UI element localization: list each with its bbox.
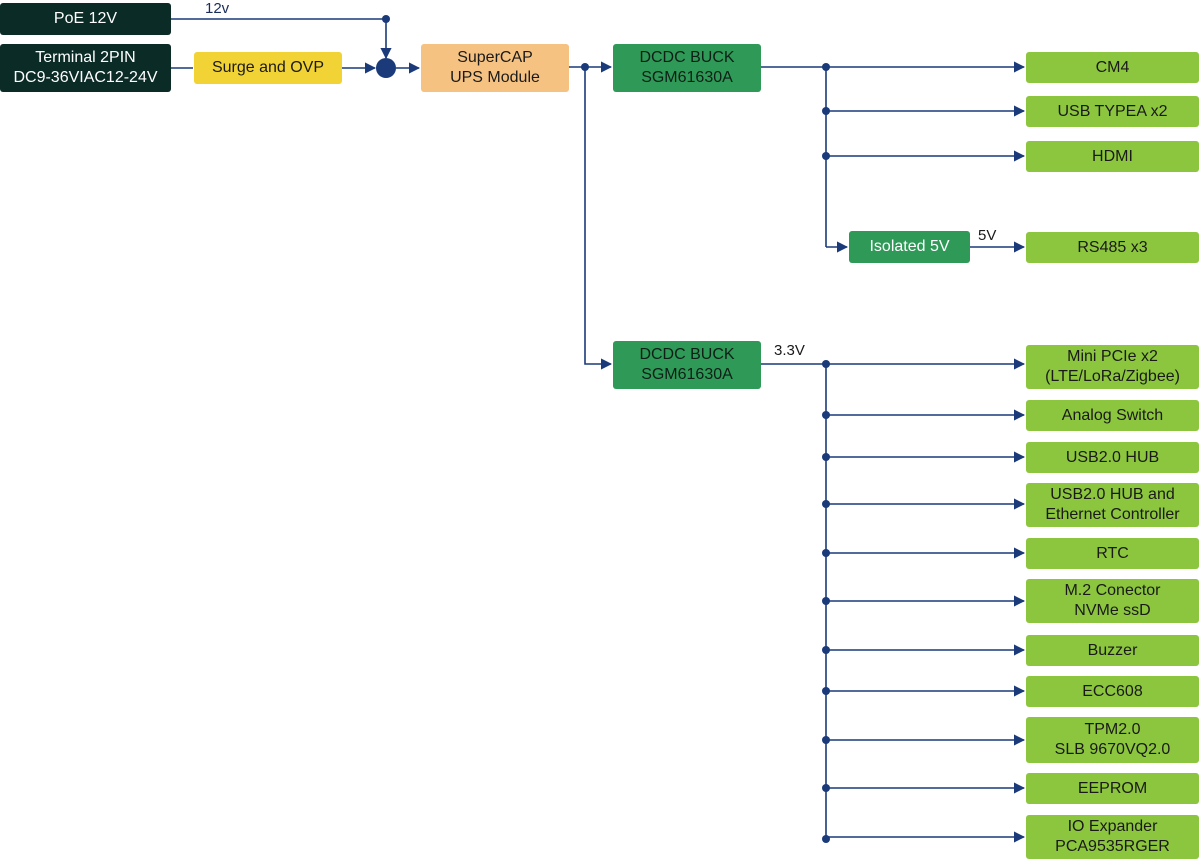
buck-converter-2: DCDC BUCK SGM61630A (613, 341, 761, 389)
load-mini-pcie-line1: Mini PCIe x2 (1067, 348, 1158, 365)
load-mini-pcie: Mini PCIe x2 (LTE/LoRa/Zigbee) (1026, 345, 1199, 389)
junction-3v3-4 (822, 500, 830, 508)
load-usb-hub-label: USB2.0 HUB (1065, 448, 1160, 466)
load-io-expander: IO Expander PCA9535RGER (1026, 815, 1199, 859)
label-5v: 5V (978, 227, 997, 244)
load-buzzer-label: Buzzer (1087, 641, 1138, 659)
load-analog-switch: Analog Switch (1026, 400, 1199, 431)
load-m2-line2: NVMe ssD (1074, 602, 1151, 619)
surge-ovp-label: Surge and OVP (211, 59, 325, 76)
load-hdmi-label: HDMI (1092, 147, 1133, 165)
load-ecc608: ECC608 (1026, 676, 1199, 707)
ups-label-line2: UPS Module (450, 69, 540, 86)
junction-3v3-3 (822, 453, 830, 461)
load-buzzer: Buzzer (1026, 635, 1199, 666)
buck1-label-line1: DCDC BUCK (639, 49, 735, 66)
load-eeprom-label: EEPROM (1077, 779, 1148, 797)
junction-3v3-7 (822, 646, 830, 654)
junction-main (376, 58, 396, 78)
terminal-label-line1: Terminal 2PIN (35, 49, 136, 66)
load-usb-typea-label: USB TYPEA x2 (1057, 102, 1168, 120)
poe-source-label: PoE 12V (53, 10, 118, 27)
load-usb-hub-eth-line2: Ethernet Controller (1045, 506, 1180, 523)
load-tpm-line1: TPM2.0 (1084, 721, 1141, 738)
load-rs485: RS485 x3 (1026, 232, 1199, 263)
load-cm4-label: CM4 (1095, 58, 1130, 76)
label-12v: 12v (205, 0, 230, 17)
load-usb-hub: USB2.0 HUB (1026, 442, 1199, 473)
surge-ovp-box: Surge and OVP (194, 52, 342, 84)
junction-ups-out (581, 63, 589, 71)
buck2-label-line2: SGM61630A (641, 366, 733, 383)
load-m2-line1: M.2 Conector (1064, 582, 1161, 599)
junction-poe (382, 15, 390, 23)
isolated-5v-box: Isolated 5V (849, 231, 970, 263)
load-io-line2: PCA9535RGER (1055, 838, 1170, 855)
wire-ups-buck2 (584, 67, 613, 370)
load-ecc608-label: ECC608 (1082, 682, 1143, 700)
load-tpm-line2: SLB 9670VQ2.0 (1054, 741, 1171, 758)
load-hdmi: HDMI (1026, 141, 1199, 172)
load-tpm: TPM2.0 SLB 9670VQ2.0 (1026, 717, 1199, 763)
load-rtc: RTC (1026, 538, 1199, 569)
junction-3v3-8 (822, 687, 830, 695)
load-io-line1: IO Expander (1067, 818, 1158, 835)
load-eeprom: EEPROM (1026, 773, 1199, 804)
junction-3v3-11 (822, 835, 830, 843)
junction-5v-2 (822, 107, 830, 115)
load-m2-connector: M.2 Conector NVMe ssD (1026, 579, 1199, 623)
isolated-5v-label: Isolated 5V (869, 238, 950, 255)
junction-3v3-2 (822, 411, 830, 419)
load-usb-hub-eth-line1: USB2.0 HUB and (1050, 486, 1175, 503)
buck2-label-line1: DCDC BUCK (639, 346, 735, 363)
junction-3v3-10 (822, 784, 830, 792)
junction-5v-1 (822, 63, 830, 71)
poe-source-box: PoE 12V (0, 3, 171, 35)
ups-label-line1: SuperCAP (457, 49, 533, 66)
terminal-source-box: Terminal 2PIN DC9-36VIAC12-24V (0, 44, 171, 92)
junction-3v3-1 (822, 360, 830, 368)
buck1-label-line2: SGM61630A (641, 69, 733, 86)
ups-module-box: SuperCAP UPS Module (421, 44, 569, 92)
load-analog-switch-label: Analog Switch (1061, 406, 1164, 424)
label-3v3: 3.3V (774, 342, 805, 359)
buck-converter-1: DCDC BUCK SGM61630A (613, 44, 761, 92)
junction-3v3-6 (822, 597, 830, 605)
load-usb-hub-ethernet: USB2.0 HUB and Ethernet Controller (1026, 483, 1199, 527)
terminal-label-line2: DC9-36VIAC12-24V (13, 69, 158, 86)
load-rs485-label: RS485 x3 (1077, 238, 1148, 256)
load-cm4: CM4 (1026, 52, 1199, 83)
load-rtc-label: RTC (1096, 544, 1129, 562)
junction-3v3-9 (822, 736, 830, 744)
junction-3v3-5 (822, 549, 830, 557)
load-mini-pcie-line2: (LTE/LoRa/Zigbee) (1045, 368, 1180, 385)
load-usb-typea: USB TYPEA x2 (1026, 96, 1199, 127)
junction-5v-3 (822, 152, 830, 160)
